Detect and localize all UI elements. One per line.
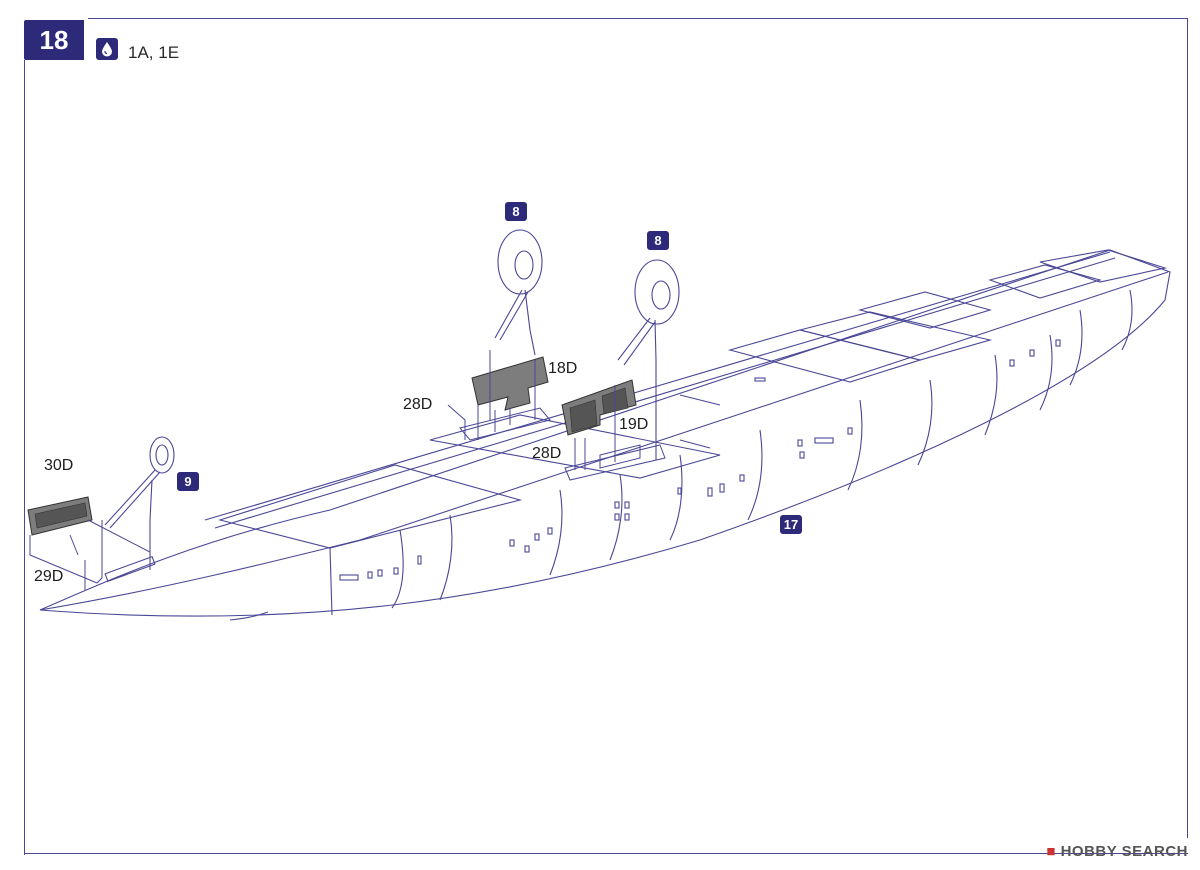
frame-left-border xyxy=(24,60,25,855)
fuselage-outline xyxy=(39,249,1171,617)
part-label-30d: 30D xyxy=(44,457,74,474)
part-label-28d-lower: 28D xyxy=(532,445,562,462)
part-label-28d-upper: 28D xyxy=(403,396,433,413)
deck-panel-mid xyxy=(429,414,721,479)
part-18d-panel xyxy=(471,356,549,411)
watermark: ■ HOBBY SEARCH xyxy=(1046,843,1188,860)
part-19d-panel xyxy=(561,379,637,436)
frame-top-border xyxy=(88,18,1188,19)
glue-drop-icon xyxy=(96,38,118,60)
part-label-18d: 18D xyxy=(548,360,578,377)
part-30d-hatch xyxy=(27,496,93,536)
step-ref-badge-left-gear: 8 xyxy=(505,202,527,221)
deck-edge xyxy=(39,271,1169,611)
part-label-29d: 29D xyxy=(34,568,64,585)
glue-parts-label: 1A, 1E xyxy=(128,43,180,62)
step-ref-badge-nose-gear: 9 xyxy=(177,472,199,491)
nose-gear-assembly xyxy=(96,436,175,584)
left-main-gear-assembly xyxy=(494,229,543,356)
deck-panel-front xyxy=(217,464,523,549)
right-main-gear-assembly xyxy=(617,259,680,460)
step-ref-badge-fuselage: 17 xyxy=(780,515,802,534)
part-label-19d: 19D xyxy=(619,416,649,433)
frame-right-border xyxy=(1187,18,1188,838)
frame-bottom-border xyxy=(24,853,1188,854)
step-ref-badge-right-gear: 8 xyxy=(647,231,669,250)
step-number-badge: 18 xyxy=(24,20,84,60)
